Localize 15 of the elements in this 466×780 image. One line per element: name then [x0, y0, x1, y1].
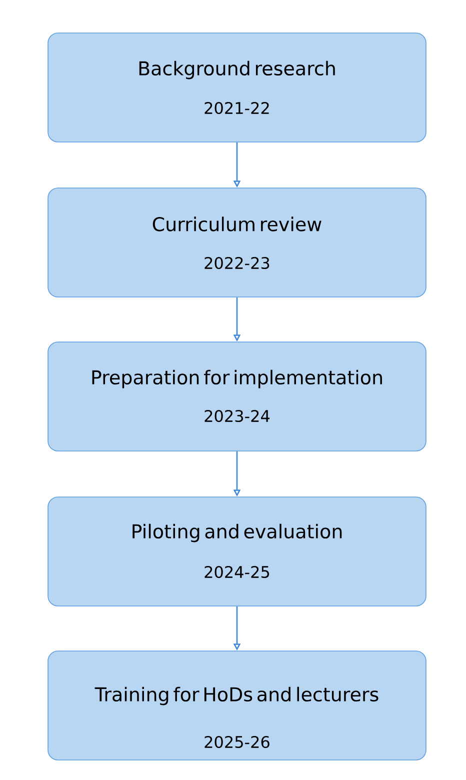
box-title: Piloting and evaluation	[132, 524, 342, 542]
year-label: 2024-25	[204, 566, 269, 578]
year-label: 2021-22	[204, 102, 269, 114]
box-title: Preparation for implementation	[92, 370, 382, 388]
process-box	[48, 32, 426, 142]
year-label: 2025-26	[204, 736, 270, 748]
year-label: 2022-23	[204, 256, 270, 270]
process-box	[48, 342, 426, 452]
process-box	[48, 650, 426, 760]
process-box	[48, 496, 426, 606]
process-box	[48, 188, 426, 298]
box-title: Training for HoDs and lecturers	[94, 686, 378, 706]
box-title: Curriculum review	[152, 216, 322, 232]
box-title: Background research	[139, 60, 335, 80]
year-label: 2023-24	[204, 410, 270, 422]
